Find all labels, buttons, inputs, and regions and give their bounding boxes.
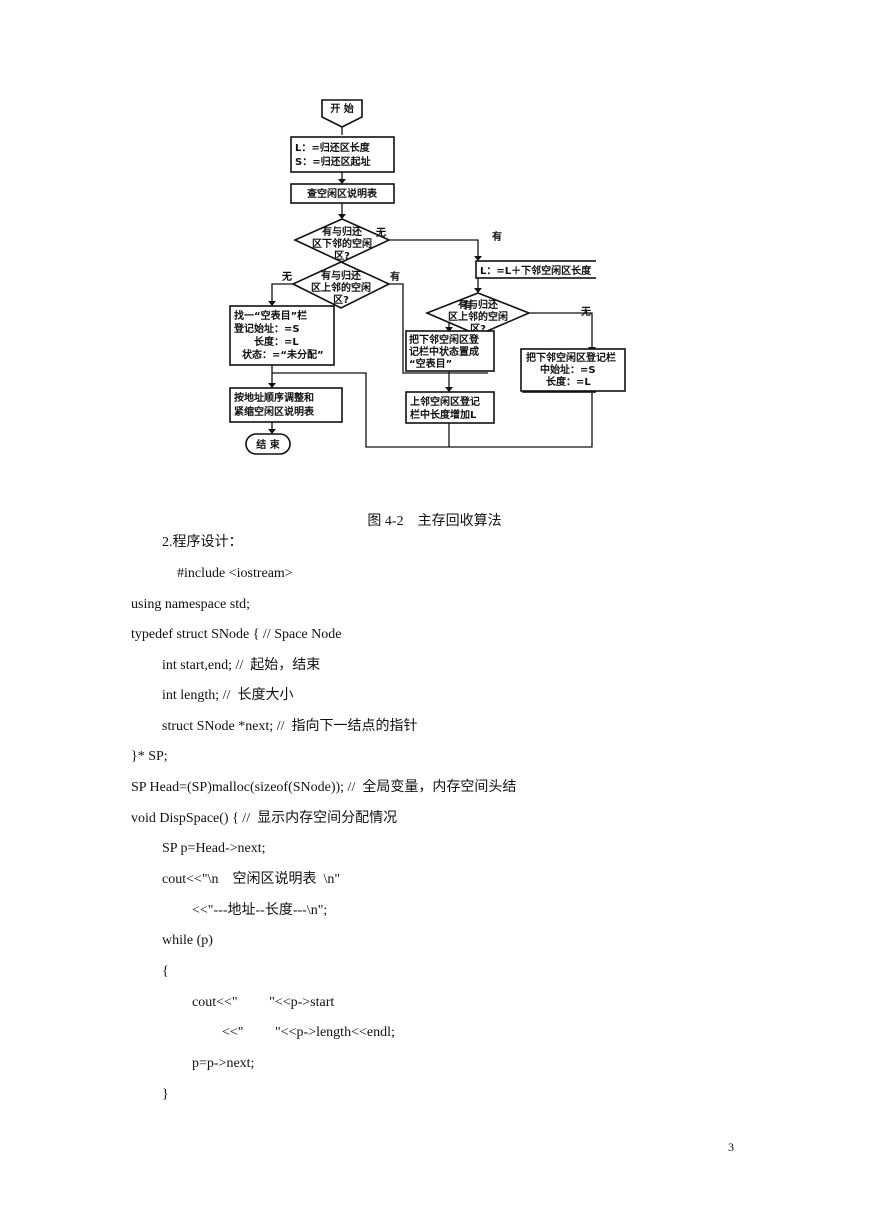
decision-upper-left-yes-label: 有 xyxy=(390,270,400,283)
code-line: { xyxy=(162,964,169,979)
decision-upper-left-line-2: 区上邻的空闲 xyxy=(311,281,371,294)
decision-lower-no-label: 无 xyxy=(375,227,386,239)
code-line: <<"---地址--长度---\n"; xyxy=(192,903,328,918)
code-line: <<" "<<p->length<<endl; xyxy=(222,1025,395,1040)
code-line: struct SNode *next; // 指向下一结点的指针 xyxy=(162,719,418,734)
code-line: int start,end; // 起始，结束 xyxy=(162,658,321,673)
end-label: 结 束 xyxy=(256,438,280,451)
code-line: int length; // 长度大小 xyxy=(162,688,294,703)
code-line: SP Head=(SP)malloc(sizeof(SNode)); // 全局… xyxy=(131,780,517,795)
find-empty-line-2: 登记始址：=S xyxy=(233,322,300,335)
find-empty-line-3: 长度：=L xyxy=(254,335,299,348)
code-line: cout<<"\n 空闲区说明表 \n" xyxy=(162,872,341,887)
figure-caption: 图 4-2 主存回收算法 xyxy=(367,514,502,529)
set-empty-line-2: 记栏中状态置成 xyxy=(409,345,479,358)
add-upper-line-1: 上邻空闲区登记 xyxy=(410,395,480,408)
find-empty-line-1: 找一“空表目”栏 xyxy=(234,309,307,322)
decision-upper-right: 有与归还 区上邻的空闲 区? xyxy=(424,292,532,336)
decision-upper-right-no-label: 无 xyxy=(580,306,591,318)
add-lower-label: L：=L＋下邻空闲区长度 xyxy=(480,264,592,277)
decision-lower-free: 有与归还 区下邻的空闲 区? xyxy=(293,218,391,263)
decision-upper-left-line-3: 区? xyxy=(333,294,349,306)
code-line: void DispSpace() { // 显示内存空间分配情况 xyxy=(131,811,398,826)
code-line: } xyxy=(162,1087,169,1102)
start-node: 开 始 xyxy=(321,99,363,128)
decision-lower-line-2: 区下邻的空闲 xyxy=(312,237,372,250)
add-upper-length-process: 上邻空闲区登记 栏中长度增加L xyxy=(405,391,495,424)
decision-lower-line-1: 有与归还 xyxy=(322,225,363,238)
check-table-process: 查空闲区说明表 xyxy=(290,183,395,204)
init-line-2: S：=归还区起址 xyxy=(295,155,371,168)
code-line: #include <iostream> xyxy=(177,566,293,581)
decision-upper-right-line-1: 有与归还 xyxy=(458,298,499,311)
sort-compact-line-2: 紧缩空闲区说明表 xyxy=(234,405,315,418)
code-line: }* SP; xyxy=(131,749,168,764)
code-line: typedef struct SNode { // Space Node xyxy=(131,627,342,642)
code-line: SP p=Head->next; xyxy=(162,841,266,856)
decision-upper-right-yes-label: 有 xyxy=(463,299,473,312)
decision-upper-right-line-2: 区上邻的空闲 xyxy=(448,310,508,323)
decision-upper-left-line-1: 有与归还 xyxy=(321,269,362,282)
set-empty-line-3: “空表目” xyxy=(409,357,452,370)
add-lower-process: L：=L＋下邻空闲区长度 xyxy=(475,260,596,279)
set-empty-entry-process: 把下邻空闲区登 记栏中状态置成 “空表目” xyxy=(405,330,495,372)
sort-compact-line-1: 按地址顺序调整和 xyxy=(234,391,314,404)
code-line: cout<<" "<<p->start xyxy=(192,995,335,1010)
code-line: using namespace std; xyxy=(131,597,250,612)
decision-lower-yes-label: 有 xyxy=(492,230,502,243)
set-empty-line-1: 把下邻空闲区登 xyxy=(409,333,480,346)
decision-lower-line-3: 区? xyxy=(334,250,350,262)
init-line-1: L：=归还区长度 xyxy=(295,141,371,154)
decision-upper-left-no-label: 无 xyxy=(281,271,292,283)
recovery-flowchart: 开 始 L：=归还区长度 S：=归还区起址 查空闲区说明表 有与归还 区下邻的空… xyxy=(229,99,596,455)
add-upper-line-2: 栏中长度增加L xyxy=(410,408,477,421)
end-node: 结 束 xyxy=(245,433,291,455)
section-heading: 2.程序设计： xyxy=(162,535,243,550)
check-table-label: 查空闲区说明表 xyxy=(306,187,378,200)
find-empty-line-4: 状态：=“未分配” xyxy=(242,348,324,361)
init-process: L：=归还区长度 S：=归还区起址 xyxy=(290,136,395,173)
code-line: while (p) xyxy=(162,933,213,948)
set-lower-line-3: 长度：=L xyxy=(546,375,591,388)
find-empty-entry-process: 找一“空表目”栏 登记始址：=S 长度：=L 状态：=“未分配” xyxy=(229,305,335,366)
code-line: p=p->next; xyxy=(192,1056,255,1071)
sort-compact-process: 按地址顺序调整和 紧缩空闲区说明表 xyxy=(229,387,343,423)
start-label: 开 始 xyxy=(330,102,353,115)
set-lower-line-1: 把下邻空闲区登记栏 xyxy=(526,351,616,364)
page-number: 3 xyxy=(728,1140,734,1154)
set-lower-line-2: 中始址：=S xyxy=(540,363,596,376)
set-lower-box: 把下邻空闲区登记栏 中始址：=S 长度：=L xyxy=(520,348,626,392)
decision-upper-left: 有与归还 区上邻的空闲 区? xyxy=(291,261,391,309)
